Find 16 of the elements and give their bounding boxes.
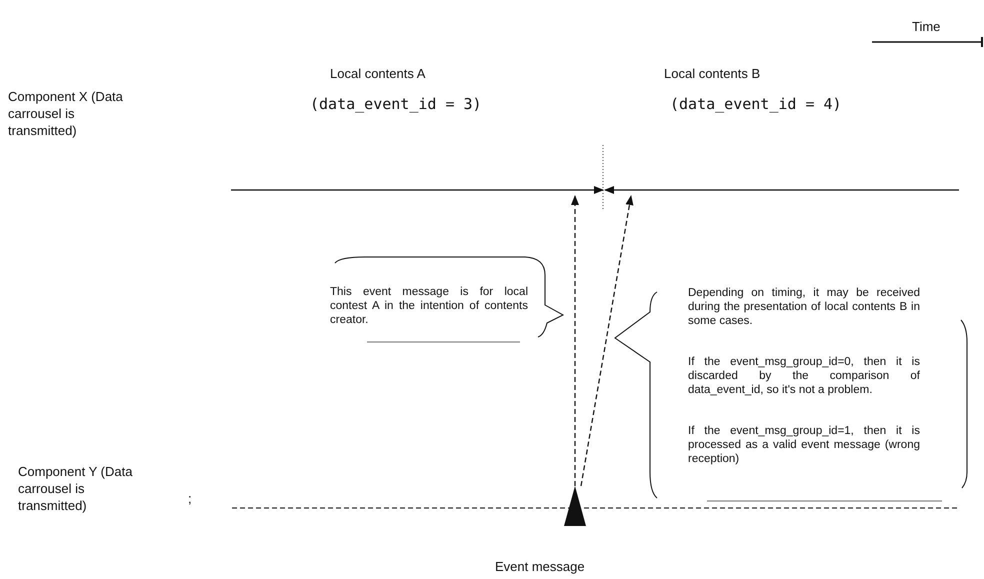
event-marker [564, 486, 586, 526]
row-label: Component X (Data carrousel is transmitted) [8, 88, 124, 139]
segment-title: Local contents B [664, 65, 760, 82]
dashed-arrow [571, 195, 579, 486]
event-id-label: (data_event_id = 4) [670, 95, 842, 113]
event-id-label: (data_event_id = 3) [310, 95, 482, 113]
stray-mark: ; [188, 490, 193, 507]
segment-title: Local contents A [330, 65, 426, 82]
callout-text: If the event_msg_group_id=1, then it is processed as a valid event message (wrong reception) [688, 424, 920, 466]
axis-label: Time [912, 18, 942, 35]
event-caption: Event message [495, 558, 585, 575]
callout-text: Depending on timing, it may be received during the presentation of local contents B in some cases. [688, 286, 920, 328]
dashed-arrow [580, 195, 634, 486]
row-label: Component Y (Data carrousel is transmitted) [18, 463, 134, 514]
callout-text: If the event_msg_group_id=0, then it is discarded by the comparison of data_event_id, so it's not a problem. [688, 355, 920, 397]
callout-text: This event message is for local contest A in the intention of contents creator. [330, 285, 528, 327]
